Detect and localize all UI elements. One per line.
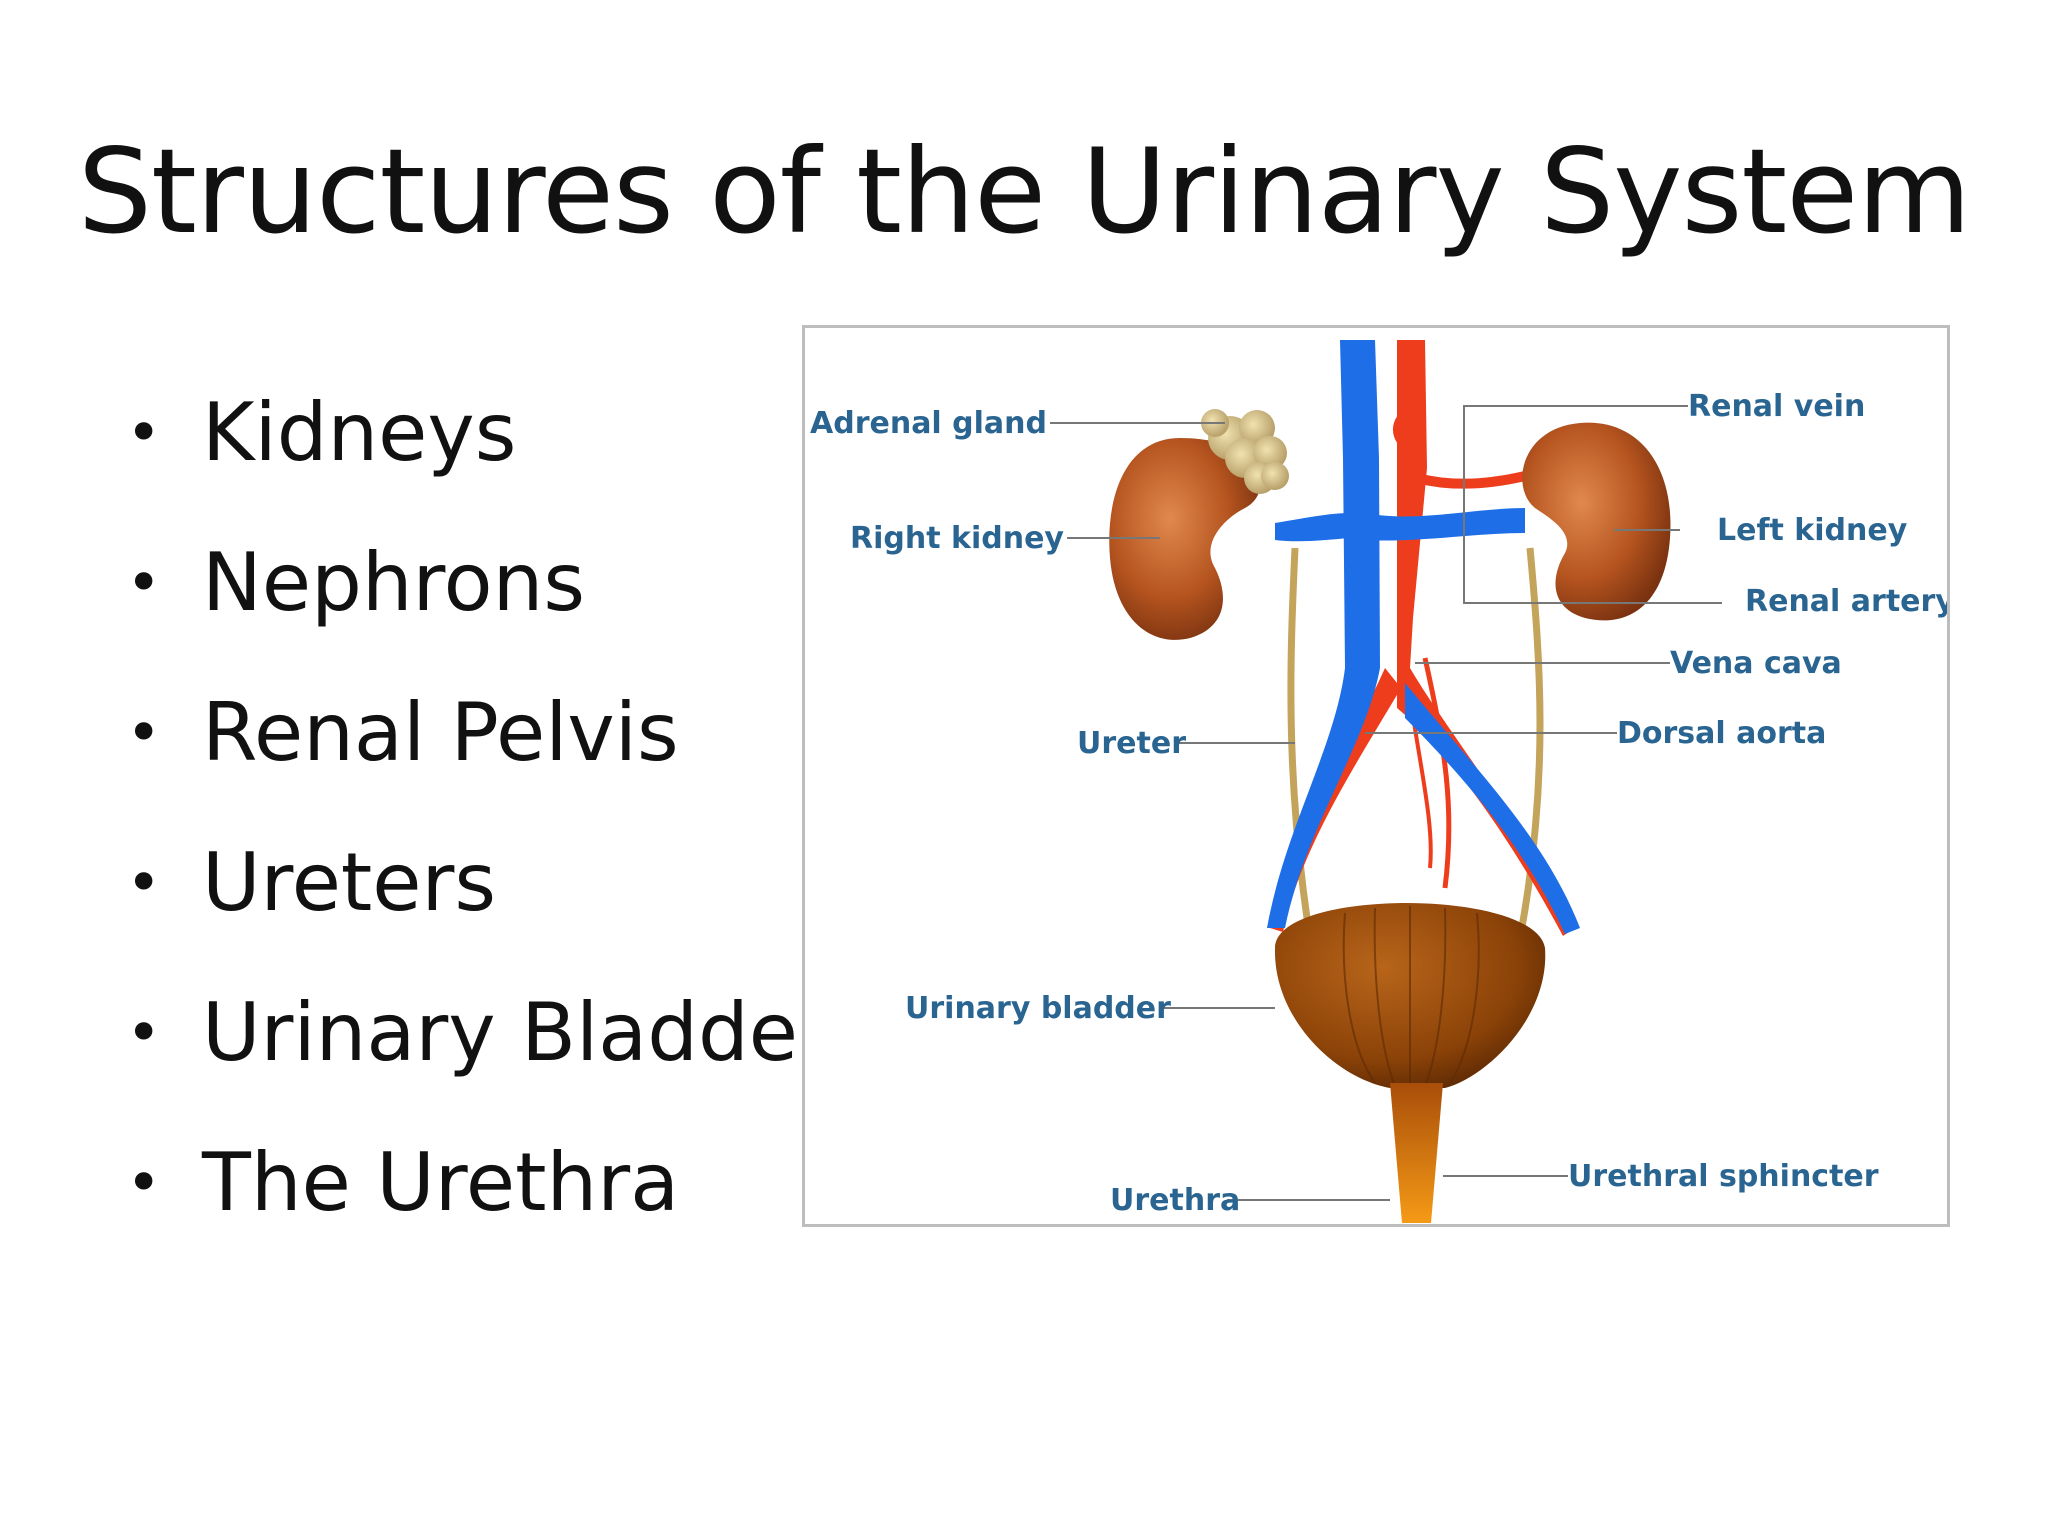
bladder-ridges [1342,906,1480,1088]
diagram-canvas: Adrenal gland Right kidney Ureter Urinar… [810,340,1947,1223]
urethra [1390,1083,1443,1223]
bullet-text: The Urethra [202,1136,680,1229]
label-urinary-bladder: Urinary bladder [905,991,1171,1026]
left-kidney [1522,422,1671,621]
label-renal-vein: Renal vein [1688,389,1865,424]
bullet-dot-icon: • [126,998,162,1068]
artery-top-branches [1393,396,1426,451]
label-vena-cava: Vena cava [1670,646,1842,681]
bullet-text: Kidneys [202,386,517,479]
artery-branch-1 [1422,657,1452,889]
label-adrenal-gland: Adrenal gland [810,406,1047,441]
right-kidney [1109,438,1261,640]
bullet-text: Ureters [202,836,497,929]
bullet-dot-icon: • [126,1148,162,1218]
bullet-text: Nephrons [202,536,586,629]
label-urethral-sphincter: Urethral sphincter [1568,1159,1879,1194]
right-ureter [1287,547,1314,939]
bullet-dot-icon: • [126,848,162,918]
renal-vein-right [1275,513,1350,542]
label-ureter: Ureter [1077,726,1186,761]
label-renal-artery: Renal artery [1745,584,1947,619]
left-iliac-vein [1405,683,1580,934]
renal-vein-left [1365,508,1525,541]
vena-cava [1267,340,1380,928]
label-right-kidney: Right kidney [850,521,1064,556]
label-dorsal-aorta: Dorsal aorta [1617,716,1826,751]
bullet-dot-icon: • [126,698,162,768]
slide-title: Structures of the Urinary System [77,123,1972,260]
bullet-dot-icon: • [126,548,162,618]
bullet-text: Renal Pelvis [202,686,679,779]
bullet-dot-icon: • [126,398,162,468]
renal-artery [1415,471,1527,489]
label-urethra: Urethra [1110,1183,1240,1218]
urinary-system-diagram: Adrenal gland Right kidney Ureter Urinar… [802,325,1950,1227]
bullet-text: Urinary Bladder [202,986,831,1079]
adrenal-gland [1201,409,1289,494]
label-left-kidney: Left kidney [1717,513,1908,548]
label-leaders [1050,405,1722,1201]
